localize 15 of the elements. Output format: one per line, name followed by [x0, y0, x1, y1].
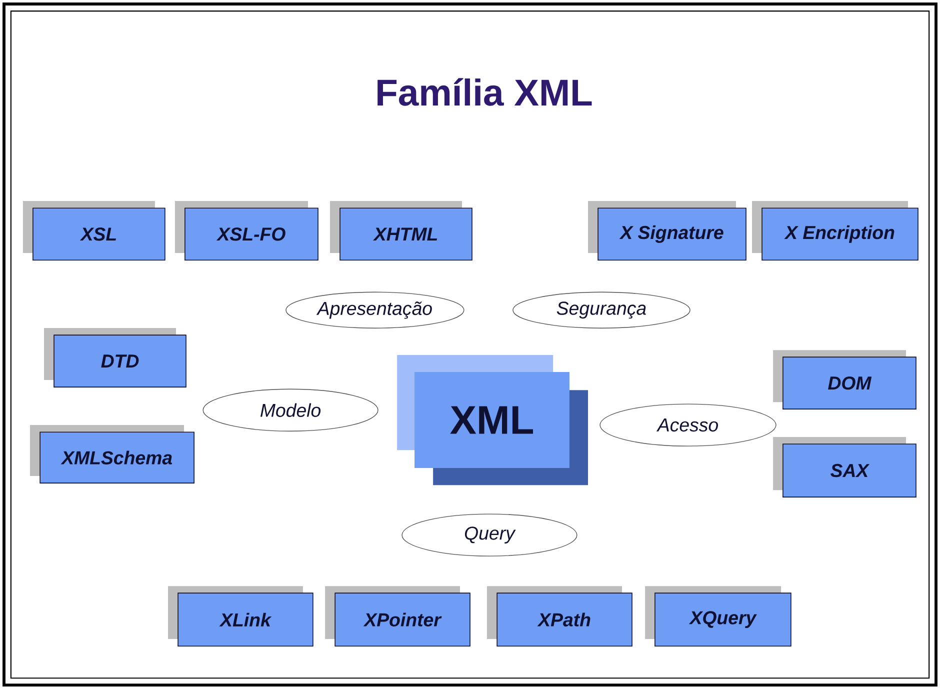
term-box: XLink — [168, 586, 314, 646]
term-box: X Signature — [588, 201, 746, 260]
term-box: X Encription — [752, 201, 918, 260]
term-box: XQuery — [645, 586, 792, 646]
term-box: SAX — [773, 437, 916, 498]
title: Família XML — [378, 78, 592, 106]
term-box: DOM — [773, 350, 916, 410]
term-box: DTD — [44, 328, 186, 388]
stacked-box: XML — [397, 355, 588, 486]
term-box: XHTML — [330, 201, 472, 260]
term-box: XPointer — [325, 586, 470, 646]
term-box: XSL-FO — [174, 201, 318, 260]
term-box: XMLSchema — [30, 425, 194, 484]
term-box: XSL — [22, 201, 166, 260]
term-box: XPath — [486, 586, 632, 646]
